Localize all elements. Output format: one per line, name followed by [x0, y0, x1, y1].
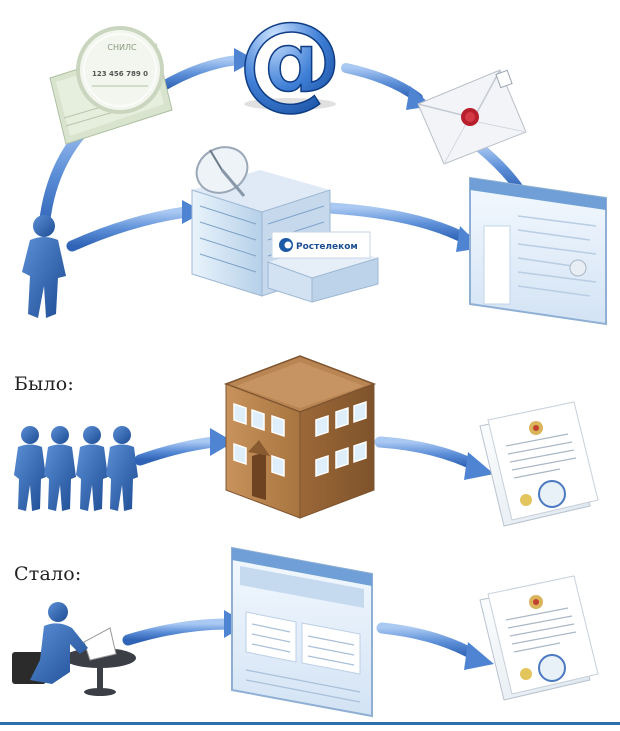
arrow-crowd-to-building [134, 436, 220, 466]
crowd-icon [14, 426, 138, 511]
arrow-building-to-certificate [374, 436, 482, 472]
person-at-computer-icon [12, 602, 136, 696]
email-symbol: @ [238, 0, 342, 121]
person-icon [14, 426, 46, 511]
certificate-document-icon [479, 575, 599, 701]
person-icon [76, 426, 108, 511]
card-number: 123 456 789 0 [92, 70, 148, 78]
sealed-envelope-icon [417, 69, 527, 165]
arrowhead [210, 428, 234, 456]
person-icon [106, 426, 138, 511]
arrow-office-to-portal [324, 202, 474, 246]
label-before: Было: [14, 373, 74, 395]
arrow-card-to-email [155, 55, 243, 93]
arrowhead [464, 642, 494, 670]
satellite-building-icon: Ростелеком [191, 146, 379, 303]
arrow-person-to-office [66, 206, 192, 252]
label-after: Стало: [14, 563, 82, 585]
bottom-divider [0, 722, 620, 725]
provider-logo-text: Ростелеком [296, 242, 358, 252]
email-at-icon: @ [237, 0, 343, 122]
web-portal-icon [231, 546, 373, 718]
card-label: СНИЛС [107, 43, 137, 52]
arrow-person-to-portal [122, 618, 234, 646]
arrowhead [464, 452, 494, 480]
middle-arrowheads [210, 428, 494, 480]
person-icon [22, 215, 66, 318]
arrowhead [234, 48, 256, 72]
snils-card-icon: СНИЛС 123 456 789 0 [49, 26, 173, 145]
person-icon [44, 426, 76, 511]
arrow-portal-to-certificate [376, 622, 482, 662]
certificate-document-icon [479, 401, 599, 527]
brick-building-icon [223, 355, 377, 519]
web-portal-icon [469, 176, 607, 326]
